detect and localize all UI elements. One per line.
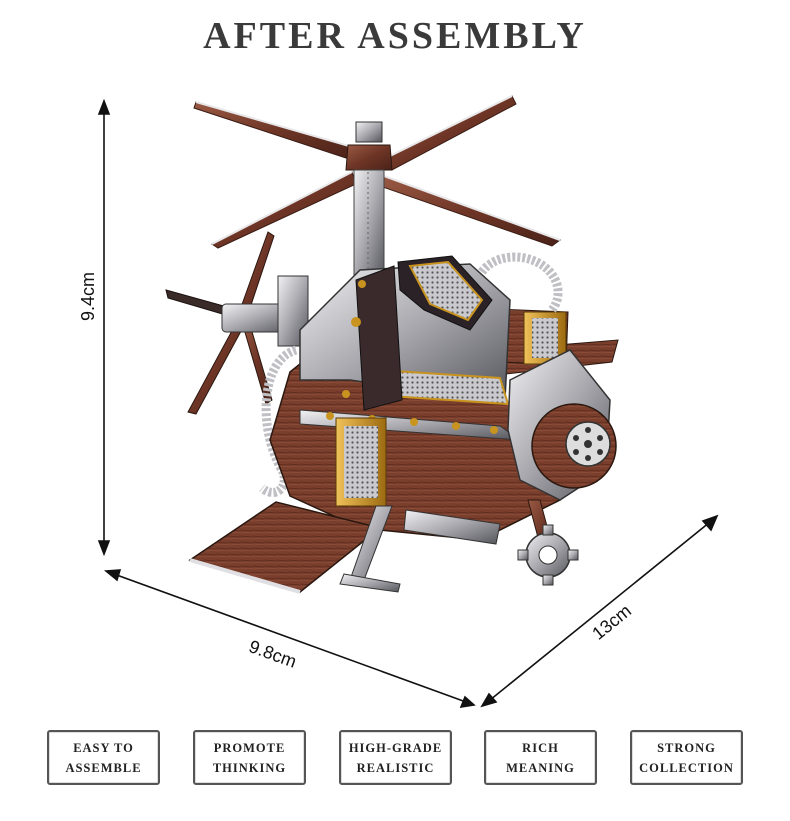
rear-propeller — [165, 231, 309, 415]
feature-line2: MEANING — [506, 760, 575, 775]
feature-rich-meaning: RICH MEANING — [484, 730, 597, 785]
feature-line1: STRONG — [657, 740, 716, 755]
feature-line1: PROMOTE — [213, 740, 286, 755]
width-dimension-arrow — [103, 569, 476, 709]
main-rotor — [193, 95, 562, 281]
height-dimension-arrow — [97, 98, 111, 557]
feature-line2: ASSEMBLE — [65, 760, 142, 775]
feature-line1: EASY TO — [73, 740, 134, 755]
feature-line1: RICH — [522, 740, 559, 755]
depth-dimension-arrow — [480, 514, 719, 708]
fuselage — [269, 255, 561, 541]
landing-gear — [339, 499, 579, 593]
feature-line2: COLLECTION — [639, 760, 734, 775]
feature-line2: REALISTIC — [356, 760, 435, 775]
feature-badges: EASY TO ASSEMBLE PROMOTE THINKING HIGH-G… — [0, 730, 790, 792]
height-dimension-label: 9.4cm — [78, 271, 99, 322]
feature-line2: THINKING — [212, 760, 287, 775]
feature-line1: HIGH-GRADE — [348, 740, 443, 755]
feature-easy-to-assemble: EASY TO ASSEMBLE — [47, 730, 160, 785]
feature-high-grade-realistic: HIGH-GRADE REALISTIC — [339, 730, 452, 785]
page-title: AFTER ASSEMBLY — [203, 15, 587, 57]
feature-strong-collection: STRONG COLLECTION — [630, 730, 743, 785]
feature-promote-thinking: PROMOTE THINKING — [193, 730, 306, 785]
nose-engine — [507, 349, 617, 501]
